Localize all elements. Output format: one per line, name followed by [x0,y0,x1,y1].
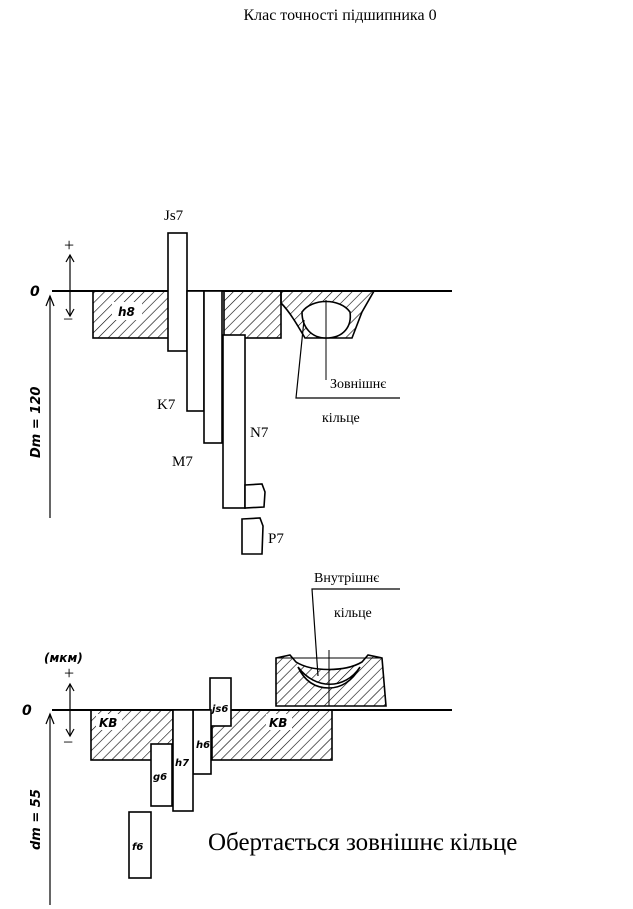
fit-label-n7: N7 [250,425,269,441]
bearing-tolerance-right-top [223,290,282,339]
plus-label-top: + [64,235,74,255]
unit-label-bottom: (мкм) [44,651,83,665]
arrow-down-icon-bottom [65,728,75,738]
caption: Обертається зовнішнє кільце [208,829,517,856]
page-title: Клас точності підшипника 0 [243,7,436,24]
fit-label-p7: P7 [268,531,284,547]
fit-label-js6: js6 [210,704,228,715]
bearing-tolerance-label-top: h8 [118,305,135,319]
top-diagram: 0 + − Dm = 120 h8 Js7 K7 M7 N7 P7 [29,208,452,555]
outer-ring-label-1: Зовнішнє [330,377,386,392]
dimension-arrow-icon-bottom [45,712,55,725]
dimension-arrow-icon [45,294,55,307]
arrow-up-icon-bottom [65,682,75,692]
dimension-label-bottom: dm = 55 [29,789,44,850]
fit-zone-js7 [167,232,188,352]
zero-label-top: 0 [30,284,40,300]
fit-zone-n7 [222,334,246,509]
minus-label-top: − [63,309,73,329]
inner-ring-label-2: кільце [334,606,372,621]
inner-ring-label-1: Внутрішнє [314,571,379,586]
fit-zone-h7 [172,709,194,812]
fit-label-k7: K7 [157,397,176,413]
bottom-diagram: 0 (мкм) + − dm = 55 KB KB js6 h6 h7 g6 f… [22,571,452,905]
fit-zone-p7 [241,517,264,555]
fit-label-h7: h7 [175,758,189,769]
kb-label-bg-right [266,714,292,730]
inner-ring-leader-line [311,588,400,677]
kb-label-bg-left [96,714,122,730]
bearing-tolerance-left-top [92,290,170,339]
outer-ring-icon [280,290,376,380]
bearing-tolerance-label-bottom-left: KB [99,716,117,730]
zero-label-bottom: 0 [22,703,32,719]
inner-ring-icon [275,650,387,707]
fit-zone-js6 [209,677,232,727]
arrow-down-icon [65,308,75,318]
fit-zone-f6 [128,811,152,879]
bearing-tolerance-label-bg [112,302,142,320]
fit-label-js7: Js7 [164,208,184,224]
fit-zone-m7 [203,290,223,444]
fit-zone-p7-top-part [244,483,266,509]
fit-label-f6: f6 [132,842,143,853]
fit-zone-k7 [186,290,205,412]
arrow-up-icon [65,253,75,263]
fit-label-h6: h6 [196,740,210,751]
fit-label-m7: M7 [172,454,193,470]
plus-label-bottom: + [64,663,74,683]
dimension-label-top: Dm = 120 [29,387,44,458]
minus-label-bottom: − [63,732,73,752]
fit-zone-g6 [150,743,173,807]
outer-ring-label-2: кільце [322,411,360,426]
bearing-tolerance-label-bottom-right: KB [269,716,287,730]
fit-label-g6: g6 [153,772,167,783]
outer-ring-leader-line [295,319,400,399]
